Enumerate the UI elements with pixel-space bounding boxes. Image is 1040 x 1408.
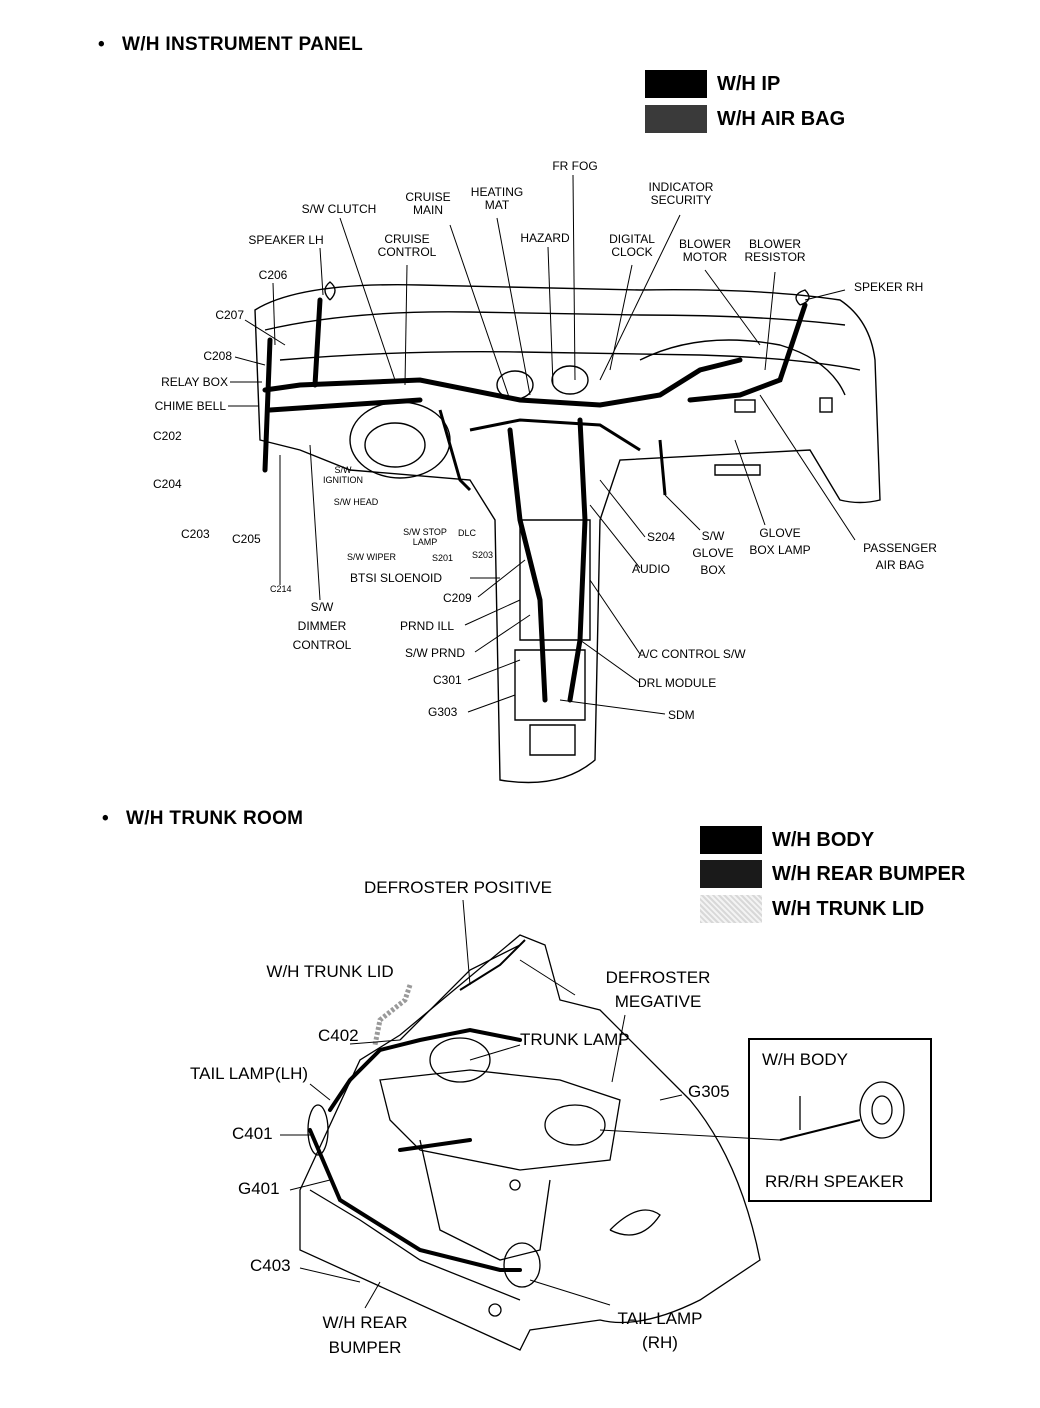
label-digital-clock: DIGITAL CLOCK (609, 232, 655, 259)
label-hazard: HAZARD (520, 231, 570, 245)
inset-label-rr-rh-speaker: RR/RH SPEAKER (765, 1172, 904, 1191)
legend-label-wh-body: W/H BODY (772, 828, 875, 851)
label-tail-lamp-lh: TAIL LAMP(LH) (190, 1064, 309, 1083)
label-s203: S203 (472, 550, 494, 560)
instrument-panel-title: W/H INSTRUMENT PANEL (122, 34, 364, 55)
instrument-panel-heading: • W/H INSTRUMENT PANEL (98, 34, 363, 56)
label-drl-module: DRL MODULE (638, 676, 717, 690)
label-c205: C205 (232, 532, 261, 546)
label-c204: C204 (153, 477, 182, 491)
label-c206: C206 (258, 268, 288, 282)
legend-swatch-wh-air-bag (645, 105, 707, 133)
legend-swatch-wh-ip (645, 70, 707, 98)
label-c401: C401 (232, 1124, 273, 1143)
label-c214: C214 (270, 584, 292, 594)
label-g401: G401 (238, 1179, 280, 1198)
legend-swatch-wh-body (700, 826, 762, 854)
bullet: • (98, 34, 105, 55)
label-c203: C203 (181, 527, 210, 541)
label-wh-trunk-lid: W/H TRUNK LID (266, 962, 394, 981)
label-sdm: SDM (668, 708, 695, 722)
legend-wh-body: W/H BODY (700, 826, 874, 854)
label-tail-lamp-rh: TAIL LAMP (RH) (617, 1309, 703, 1352)
label-btsi-solenoid: BTSI SLOENOID (350, 571, 443, 585)
label-glove-box-lamp: GLOVE BOX LAMP (749, 526, 811, 557)
inset-label-wh-body: W/H BODY (762, 1050, 848, 1069)
label-relay-box: RELAY BOX (161, 375, 228, 389)
label-prnd-ill: PRND ILL (400, 619, 455, 633)
label-g305: G305 (688, 1082, 730, 1101)
label-audio: AUDIO (632, 562, 671, 576)
legend-label-wh-ip: W/H IP (717, 72, 781, 95)
trunk-room-heading: • W/H TRUNK ROOM (102, 808, 303, 830)
legend-label-wh-air-bag: W/H AIR BAG (717, 107, 846, 130)
bullet: • (102, 808, 109, 829)
label-chime-bell: CHIME BELL (154, 399, 226, 413)
legend-swatch-wh-trunk-lid (700, 895, 762, 923)
legend-wh-air-bag: W/H AIR BAG (645, 105, 845, 133)
label-s204: S204 (647, 530, 676, 544)
legend-swatch-wh-rear-bumper (700, 860, 762, 888)
label-trunk-lamp: TRUNK LAMP (520, 1030, 630, 1049)
label-cruise-control: CRUISE CONTROL (377, 232, 437, 259)
label-g303: G303 (428, 705, 458, 719)
legend-label-wh-rear-bumper: W/H REAR BUMPER (772, 862, 966, 885)
label-indicator-security: INDICATOR SECURITY (648, 180, 714, 207)
label-defroster-positive: DEFROSTER POSITIVE (364, 878, 552, 897)
label-c207: C207 (215, 308, 244, 322)
speaker-inset-box (748, 1038, 932, 1202)
label-sw-glove-box: S/W GLOVE BOX (692, 529, 734, 577)
label-passenger-air-bag: PASSENGER AIR BAG (863, 541, 937, 572)
label-fr-fog: FR FOG (552, 159, 598, 173)
label-blower-motor: BLOWER MOTOR (678, 237, 732, 264)
label-sw-ignition: S/W IGNITION (323, 465, 363, 485)
label-sw-clutch: S/W CLUTCH (301, 202, 377, 216)
label-sw-prnd: S/W PRND (405, 646, 465, 660)
label-sw-head: S/W HEAD (333, 497, 379, 507)
label-c301: C301 (433, 673, 462, 687)
label-speker-rh: SPEKER RH (854, 280, 924, 294)
label-c209: C209 (443, 591, 472, 605)
trunk-room-title: W/H TRUNK ROOM (126, 808, 304, 829)
label-speaker-lh: SPEAKER LH (248, 233, 324, 247)
label-cruise-main: CRUISE MAIN (405, 190, 451, 217)
label-blower-resistor: BLOWER RESISTOR (744, 237, 806, 264)
label-c202: C202 (153, 429, 182, 443)
label-sw-stop-lamp: S/W STOP LAMP (403, 527, 447, 547)
label-c208: C208 (203, 349, 232, 363)
legend-wh-trunk-lid: W/H TRUNK LID (700, 895, 924, 923)
label-sw-wiper: S/W WIPER (347, 552, 396, 562)
label-ac-control-sw: A/C CONTROL S/W (638, 647, 746, 661)
label-c403: C403 (250, 1256, 291, 1275)
label-wh-rear-bumper: W/H REAR BUMPER (322, 1313, 408, 1357)
label-s201: S201 (432, 553, 454, 563)
legend-label-wh-trunk-lid: W/H TRUNK LID (772, 897, 925, 920)
label-heating-mat: HEATING MAT (470, 185, 524, 212)
label-c402: C402 (318, 1026, 359, 1045)
legend-wh-rear-bumper: W/H REAR BUMPER (700, 860, 965, 888)
legend-wh-ip: W/H IP (645, 70, 780, 98)
label-sw-dimmer-control: S/W DIMMER CONTROL (292, 600, 352, 652)
label-defroster-negative: DEFROSTER MEGATIVE (605, 968, 711, 1011)
label-dlc: DLC (458, 528, 477, 538)
